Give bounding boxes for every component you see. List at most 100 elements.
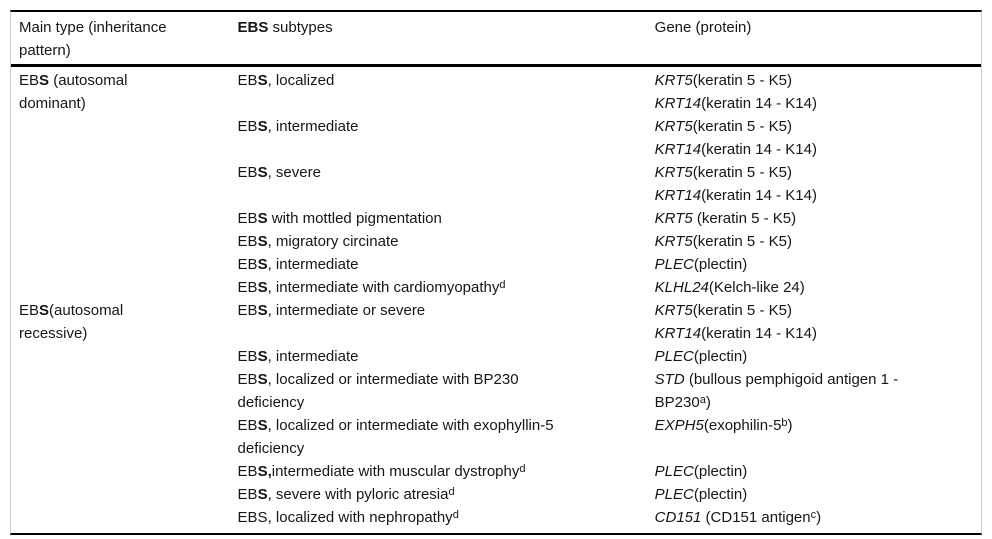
table-row: EBS(autosomal recessive)EBS, intermediat… [11,299,981,345]
gene-desc: (keratin 14 - K14) [701,95,817,112]
gene-desc-tail: ) [705,394,711,411]
gene-name: CD151 [654,509,702,526]
superscript-footnote: d [448,486,455,498]
header-subtypes-rest: subtypes [268,19,333,36]
subtype-cell: EBS, localized or intermediate with exop… [230,414,647,460]
gene-desc: (plectin) [693,486,748,503]
gene-desc: (exophilin-5 [703,417,782,434]
subtype-text: EB [237,417,258,434]
gene-cell: STD (bullous pemphigoid antigen 1 - BP23… [647,368,981,414]
table-row: EBS, localized or intermediate with BP23… [11,368,981,414]
gene-name: KRT14 [654,187,702,204]
gene-cell: EXPH5(exophilin-5b) [647,414,981,437]
superscript-footnote: d [499,279,506,291]
gene-cell: PLEC(plectin) [647,253,981,276]
subtype-text: EBS [237,509,268,526]
subtype-rest: , localized [267,72,335,89]
gene-line: KRT5(keratin 5 - K5) [655,161,975,184]
gene-cell: PLEC(plectin) [647,460,981,483]
gene-name: PLEC [654,256,694,273]
subtype-bold: S, [257,463,272,480]
subtype-cell: EBS, intermediate [230,115,647,138]
subtype-bold: S [257,118,268,135]
gene-name: KRT5 [654,210,693,227]
subtype-bold: S [257,302,268,319]
subtype-rest: , migratory circinate [267,233,399,250]
gene-desc: (keratin 14 - K14) [701,141,817,158]
gene-name: KRT5 [654,302,693,319]
main-type-bold: S [39,72,50,89]
gene-desc: (CD151 antigen [701,509,811,526]
gene-cell: KRT5 (keratin 5 - K5) [647,207,981,230]
gene-line: PLEC(plectin) [655,345,975,368]
gene-desc: (Kelch-like 24) [708,279,805,296]
subtype-cell: EBS, severe [230,161,647,184]
gene-name: KRT5 [654,233,693,250]
header-ebs-bold: EBS [237,19,269,36]
gene-name: STD [654,371,685,388]
subtype-rest: , intermediate [267,348,359,365]
gene-name: KRT14 [654,325,702,342]
gene-cell: PLEC(plectin) [647,483,981,506]
subtype-text: EB [237,118,258,135]
subtype-rest: , severe with pyloric atresia [267,486,449,503]
subtype-text: EB [237,210,258,227]
subtype-rest: , intermediate [267,256,359,273]
subtype-bold: S [257,279,268,296]
gene-line: KRT14(keratin 14 - K14) [655,322,975,345]
subtype-bold: S [257,256,268,273]
gene-desc: (keratin 5 - K5) [692,210,797,227]
main-type-cell: EBS (autosomal dominant) [11,69,230,115]
subtype-text: EB [237,279,258,296]
subtype-text: EB [237,463,258,480]
subtype-cell: EBS, intermediate [230,345,647,368]
gene-name: KLHL24 [654,279,709,296]
header-ebs-subtypes: EBS subtypes [230,12,647,64]
main-type-bold: S [39,302,50,319]
subtype-bold: S [257,164,268,181]
subtype-cell: EBS, intermediate or severe [230,299,647,322]
subtype-rest: , localized with nephropathy [267,509,453,526]
gene-desc: (plectin) [693,348,748,365]
superscript-footnote: d [452,509,459,521]
gene-line: KRT14(keratin 14 - K14) [655,92,975,115]
subtype-bold: S [257,348,268,365]
subtype-cell: EBS, migratory circinate [230,230,647,253]
subtype-cell: EBS, localized with nephropathyd [230,506,647,529]
subtype-rest: , intermediate [267,118,359,135]
gene-cell: KRT5(keratin 5 - K5)KRT14(keratin 14 - K… [647,299,981,345]
main-type-rest: (autosomal recessive) [19,302,124,342]
table-row: EBS, severe KRT5(keratin 5 - K5) KRT14 (ker… [11,161,981,207]
gene-desc-tail: ) [816,509,822,526]
gene-name: KRT14 [654,95,702,112]
gene-line: KLHL24(Kelch-like 24) [655,276,975,299]
superscript-footnote: a [699,394,706,406]
gene-name: EXPH5 [654,417,704,434]
table-row: EBS,intermediate with muscular dystrophy… [11,460,981,483]
subtype-bold: S [257,371,268,388]
subtype-cell: EBS,intermediate with muscular dystrophy… [230,460,647,483]
gene-desc: (keratin 5 - K5) [692,164,792,181]
gene-line: PLEC(plectin) [655,253,975,276]
gene-desc: (plectin) [693,463,748,480]
gene-desc: (keratin 14 - K14) [701,325,817,342]
gene-name: KRT14 [654,141,702,158]
gene-line: CD151 (CD151 antigenc) [655,506,975,529]
gene-line: STD (bullous pemphigoid antigen 1 - BP23… [655,368,975,414]
header-gene-protein: Gene (protein) [654,19,752,36]
gene-line: KRT5(keratin 5 - K5) [655,115,975,138]
gene-cell: KRT5(keratin 5 - K5)KRT14(keratin 14 - K… [647,69,981,115]
gene-line: KRT5(keratin 5 - K5) [655,230,975,253]
gene-cell: KRT5(keratin 5 - K5)KRT14(keratin 14 - K… [647,161,981,207]
gene-cell: PLEC(plectin) [647,345,981,368]
table-row: EBS, localized or intermediate with exop… [11,414,981,460]
gene-cell: CD151 (CD151 antigenc) [647,506,981,529]
main-type-cell: EBS(autosomal recessive) [11,299,230,345]
gene-cell: KRT5(keratin 5 - K5) [647,230,981,253]
gene-cell: KRT5(keratin 5 - K5) KRT14(keratin 14 - K… [647,115,981,161]
